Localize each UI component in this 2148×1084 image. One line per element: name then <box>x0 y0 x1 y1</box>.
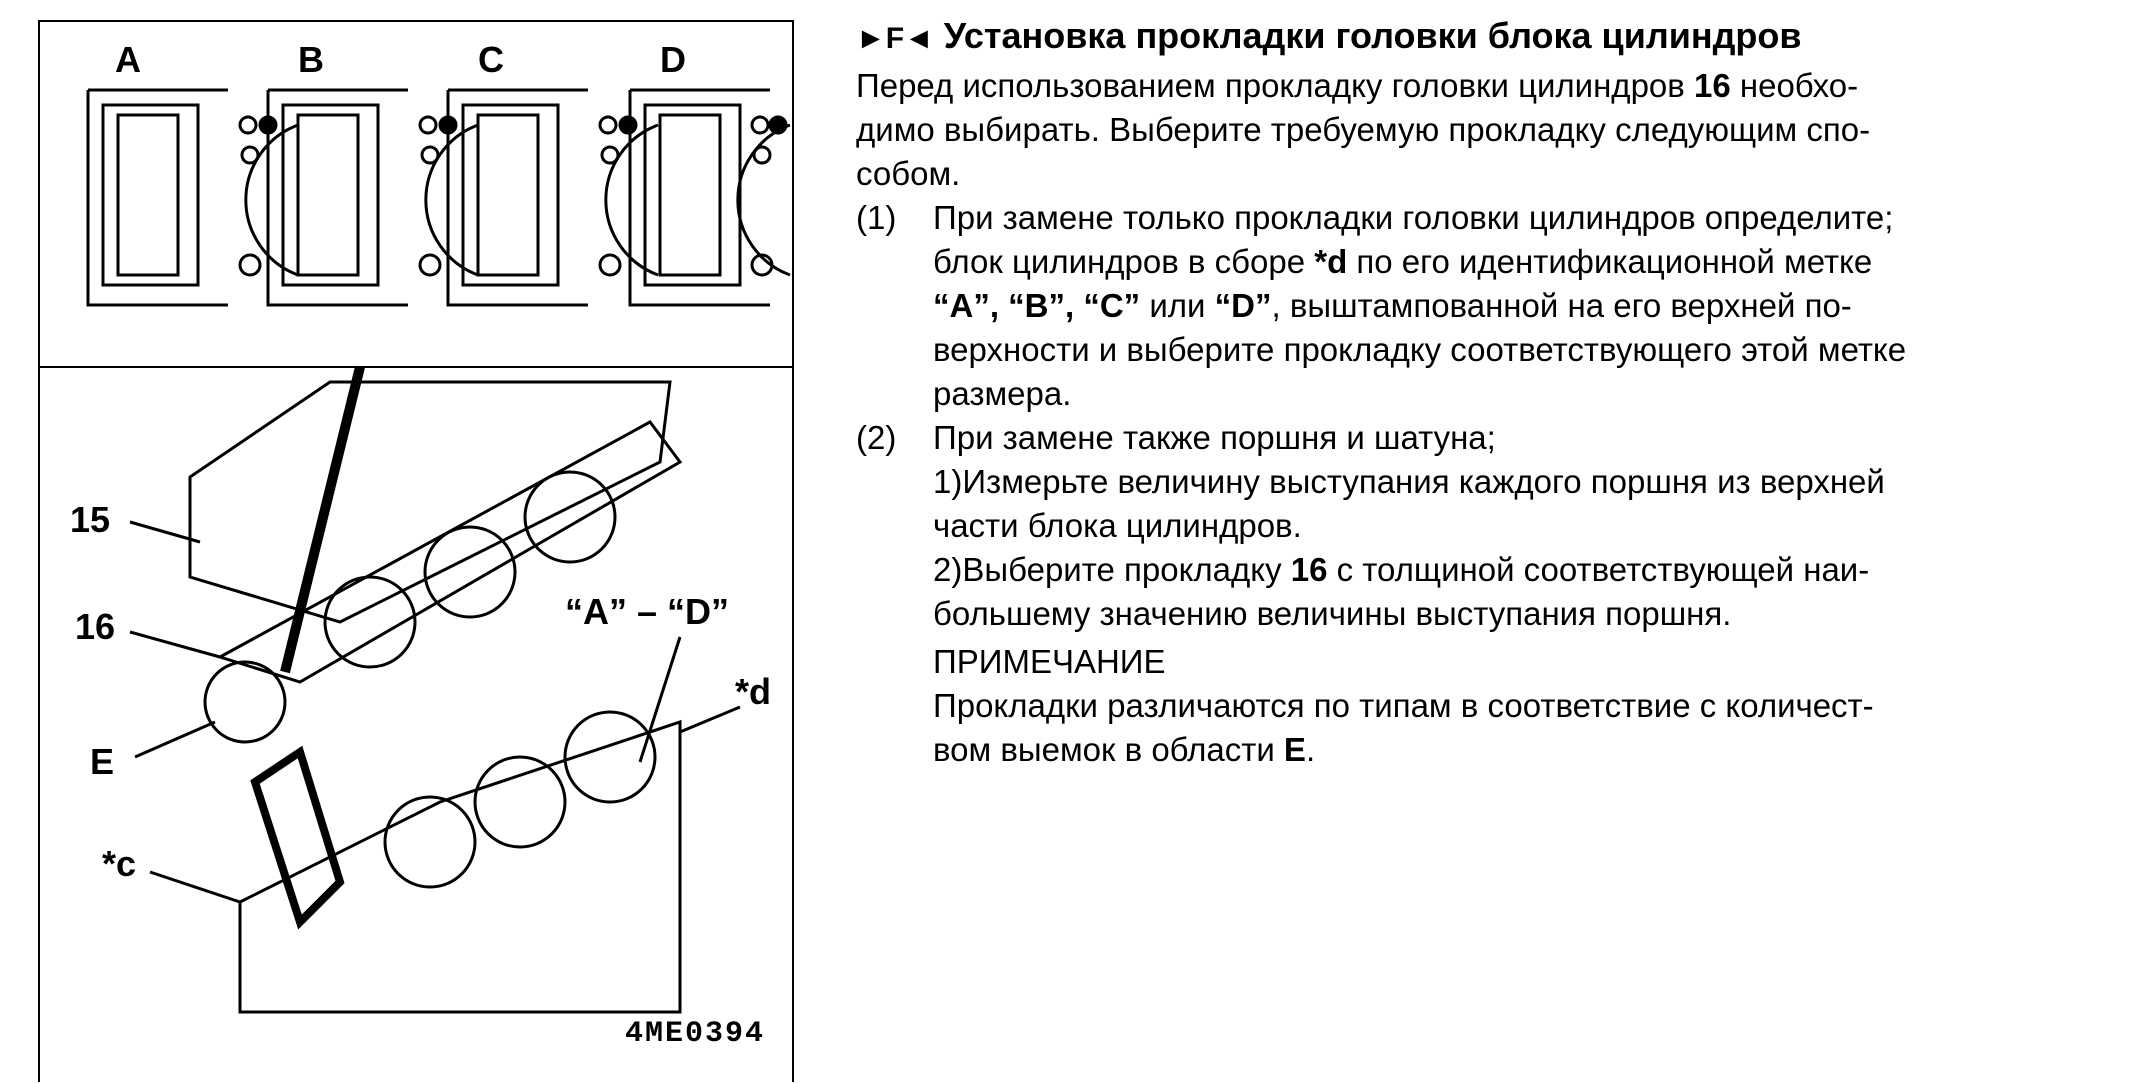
gasket-variants <box>86 88 791 307</box>
gasket-d <box>628 88 791 307</box>
section-title-text: Установка прокладки головки блока цилинд… <box>943 15 1802 56</box>
cylinder-head <box>188 380 672 624</box>
step-1-line-5: размера. <box>933 375 1072 412</box>
intro-line-2: димо выбирать. Выберите требуемую прокла… <box>856 111 1871 148</box>
note-line-2: вом выемок в области E. <box>933 728 1315 772</box>
text: необхо- <box>1730 67 1859 104</box>
callout-15: 15 <box>70 499 111 540</box>
step-1-line-4: верхности и выберите прокладку соответст… <box>933 331 1907 368</box>
area-e-detail <box>203 660 287 744</box>
step-2-line-3: части блока цилиндров. <box>933 507 1302 544</box>
intro-line-3: собом. <box>856 155 961 192</box>
part-ref: *d <box>1314 243 1348 280</box>
section-title: ►F◄ Установка прокладки головки блока ци… <box>856 14 1802 58</box>
illustration-panel: A B C D 15 16 E *c “A” – “D” *d 4ME0394 <box>38 20 794 1082</box>
callout-e: E <box>90 741 115 782</box>
text: 2)Выберите прокладку <box>933 551 1291 588</box>
intro-line-1: Перед использованием прокладку головки ц… <box>856 64 1858 108</box>
callout-d: *d <box>735 671 771 712</box>
note-line-1: Прокладки различаются по типам в соответ… <box>933 687 1874 724</box>
gasket-label-d: D <box>660 39 686 80</box>
gasket-c <box>446 88 659 307</box>
cylinder-block <box>238 719 682 1014</box>
section-marker: ►F◄ <box>856 22 934 55</box>
text: по его идентификационной метке <box>1347 243 1873 280</box>
text: с толщиной соответствующей наи- <box>1327 551 1870 588</box>
timing-belt <box>250 745 345 930</box>
callout-16: 16 <box>75 606 116 647</box>
marks: “A”, “B”, “C” <box>933 287 1141 324</box>
gasket-a <box>86 88 299 307</box>
text: , выштампованной на его верхней по- <box>1271 287 1852 324</box>
step-2-number: (2) <box>856 419 897 456</box>
gasket-label-a: A <box>115 39 141 80</box>
step-2-line-1: При замене также поршня и шатуна; <box>933 419 1496 456</box>
part-ref: 16 <box>1693 67 1731 104</box>
engine-assembly <box>129 365 741 1014</box>
step-1-line-2: блок цилиндров в сборе *d по его идентиф… <box>933 240 1872 284</box>
step-1-number: (1) <box>856 199 897 236</box>
gasket-label-b: B <box>298 39 324 80</box>
step-1-line-1: При замене только прокладки головки цили… <box>933 199 1894 236</box>
note-heading: ПРИМЕЧАНИЕ <box>933 643 1166 680</box>
step-2-line-2: 1)Измерьте величину выступания каждого п… <box>933 463 1885 500</box>
step-2-line-4: 2)Выберите прокладку 16 с толщиной соотв… <box>933 548 1869 592</box>
step-1-line-3: “A”, “B”, “C” или “D”, выштампованной на… <box>933 284 1852 328</box>
text: блок цилиндров в сборе <box>933 243 1315 280</box>
gasket-diagram <box>40 88 792 1014</box>
text: или <box>1140 287 1215 324</box>
area-ref: E <box>1283 731 1306 768</box>
part-ref: 16 <box>1290 551 1328 588</box>
mark: “D” <box>1214 287 1272 324</box>
figure-code: 4ME0394 <box>625 1017 766 1051</box>
callout-a-d: “A” – “D” <box>565 591 730 632</box>
text: Перед использованием прокладку головки ц… <box>856 67 1694 104</box>
text: . <box>1305 731 1316 768</box>
step-2-line-5: большему значению величины выступания по… <box>933 595 1732 632</box>
gasket-b <box>266 88 479 307</box>
text: вом выемок в области <box>933 731 1284 768</box>
gasket-label-c: C <box>478 39 504 80</box>
callout-c: *c <box>102 843 137 884</box>
